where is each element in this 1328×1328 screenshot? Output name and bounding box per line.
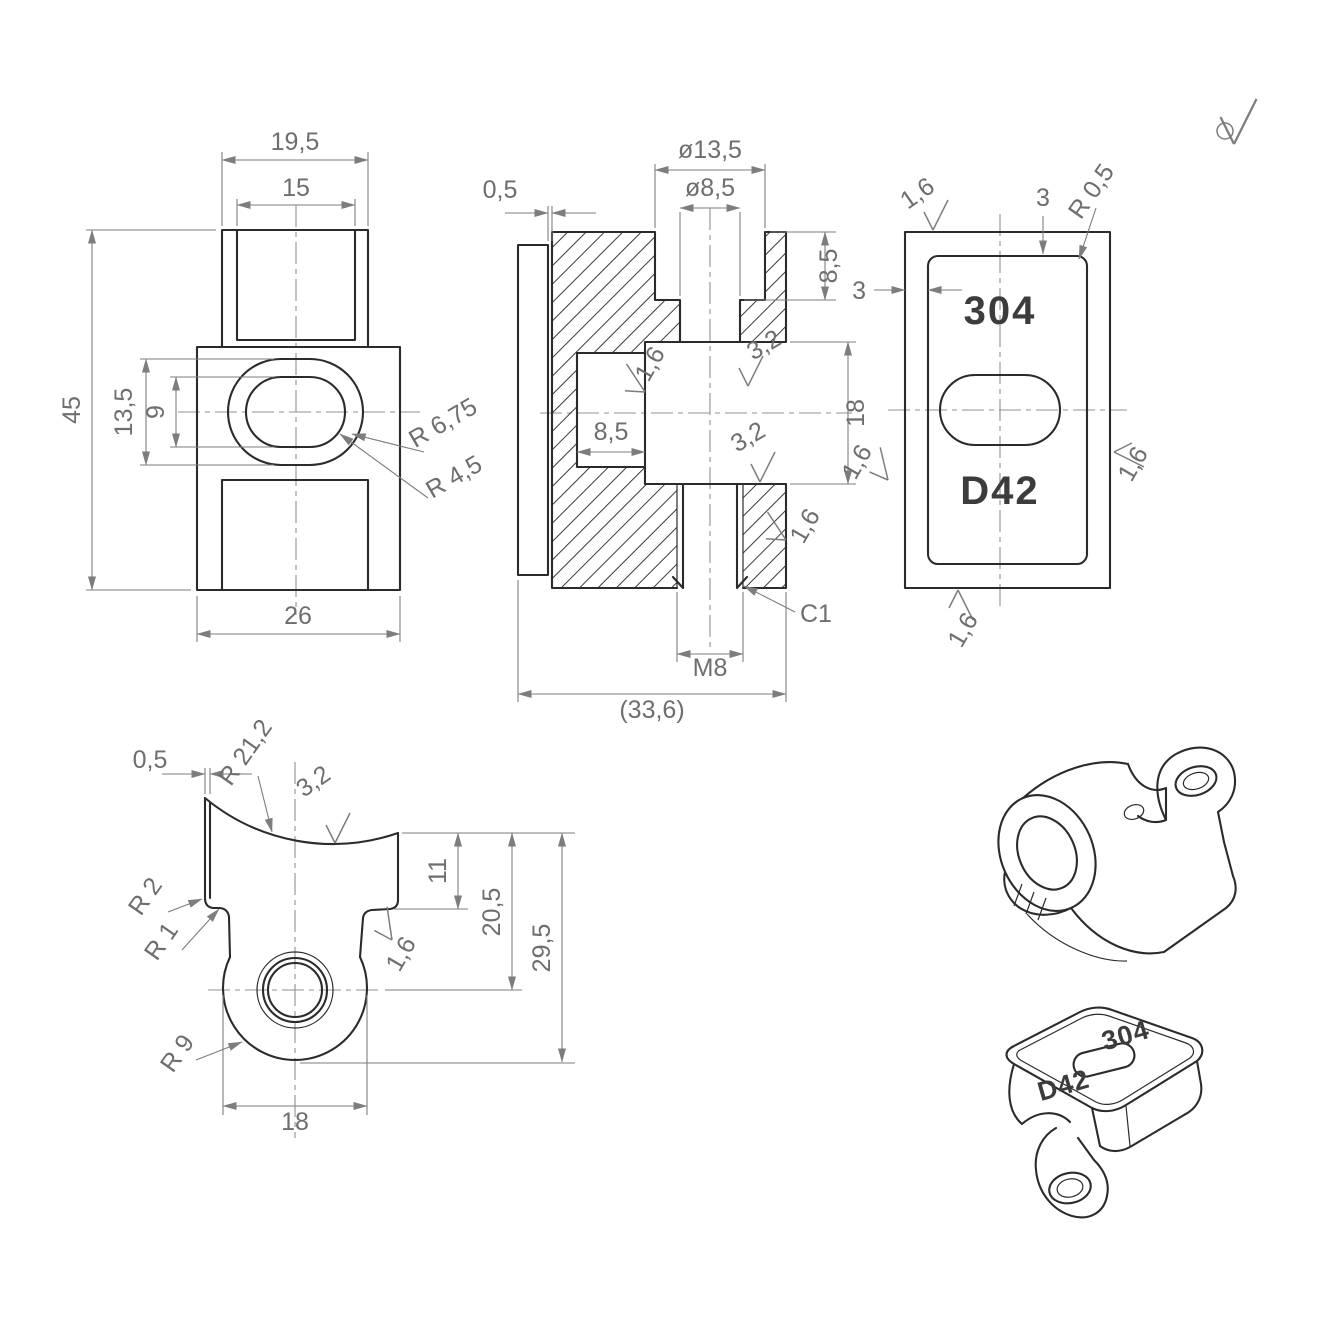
dim-profile-r2: R 2 (123, 872, 168, 920)
iso2-edge-line (1125, 1105, 1131, 1147)
profile-hole-circle (261, 956, 329, 1024)
roughness-value: 3,2 (726, 416, 770, 458)
roughness-icon (325, 812, 351, 844)
dim-profile-center-height: 20,5 (478, 888, 506, 937)
profile-extension-lines (204, 768, 575, 1115)
profile-leader-saddle-r (257, 775, 273, 833)
dim-profile-total-height: 29,5 (528, 924, 556, 973)
iso2-slot-hole-shape (1072, 1042, 1136, 1078)
front-view: 19,5 15 45 13,5 9 26 R 6,75 R 4,5 (58, 128, 487, 642)
iso2-slot-hole (1072, 1042, 1136, 1078)
profile-leader-r1 (181, 908, 220, 951)
iso1-cylinder-face (997, 794, 1097, 912)
front-slot-inner (245, 375, 346, 449)
front-leader-r-inner (339, 433, 429, 499)
dim-profile-r1: R 1 (139, 917, 184, 965)
profile-leader-r9 (195, 1041, 243, 1061)
dim-section-slot-height: 18 (842, 399, 870, 427)
iso1-slot-hint (1123, 803, 1145, 821)
dim-front-radius-inner: R 4,5 (421, 450, 487, 504)
roughness-value: 1,6 (895, 172, 940, 215)
dim-section-thread: M8 (693, 654, 728, 682)
dim-profile-saddle-radius: R 21,2 (213, 714, 278, 790)
dim-front-width-inner: 15 (282, 174, 310, 202)
dim-section-overall: (33,6) (619, 696, 684, 724)
iso2-top-face-lip (1016, 1013, 1195, 1105)
dim-front-width-outer: 19,5 (271, 128, 320, 156)
section-centerlines (540, 208, 852, 648)
front-leader-r-outer (351, 433, 425, 453)
roughness-value: 1,6 (784, 504, 826, 548)
dim-side-wall-top: 3 (1036, 184, 1050, 212)
side-view: 304 D42 1,6 3 R 0,5 3 1,6 1,6 1,6 (836, 159, 1154, 652)
side-outline (903, 230, 1112, 590)
section-hatch-left (552, 232, 680, 588)
front-slot-outer (226, 357, 365, 467)
iso-part-number-marking: D42 (1034, 1064, 1093, 1107)
iso-material-marking: 304 (1098, 1014, 1152, 1056)
iso2-lug-thread (1056, 1178, 1084, 1198)
dim-front-sl ot-inner-height: 9 (142, 405, 170, 419)
side-leader-corner-r (1078, 207, 1097, 260)
dim-section-chamfer: C1 (800, 600, 832, 628)
profile-leader-r2 (167, 898, 203, 913)
iso2-lug-hole (1048, 1171, 1092, 1205)
side-centerlines (888, 214, 1127, 606)
dim-section-pocket-width: 8,5 (594, 418, 629, 446)
iso1-bore (1016, 815, 1078, 891)
roughness-circle (1216, 122, 1234, 140)
iso1-body (1003, 746, 1237, 955)
dim-side-corner-radius: R 0,5 (1063, 159, 1120, 224)
section-hatch-right-top (740, 232, 786, 342)
profile-centerlines (208, 762, 382, 1138)
dim-side-wall-left: 3 (852, 277, 866, 305)
profile-outline (203, 796, 400, 1062)
iso1-lug-thread (1182, 771, 1210, 791)
dim-profile-lip: 0,5 (133, 746, 168, 774)
dim-front-slot-height: 13,5 (110, 388, 138, 437)
roughness-value: 1,6 (380, 932, 422, 976)
dim-front-radius-outer: R 6,75 (404, 393, 482, 454)
roughness-value: 1,6 (942, 608, 984, 652)
side-inner-face (926, 254, 1089, 566)
front-outline (195, 228, 402, 592)
iso1-lug-hole (1174, 765, 1218, 797)
front-extension-lines (86, 152, 401, 642)
profile-thread-circle (256, 951, 334, 1029)
section-hatch-right-bottom (743, 484, 786, 588)
dim-profile-step-height: 11 (424, 858, 452, 884)
material-marking: 304 (964, 289, 1037, 333)
section-thread-lines (676, 484, 744, 588)
section-leader-chamfer (743, 585, 796, 613)
isometric-view-top (997, 746, 1237, 962)
iso2-top-face (1005, 1006, 1204, 1113)
roughness-value: 3,2 (291, 760, 336, 803)
general-roughness-symbol (1216, 97, 1258, 146)
section-extension-lines (517, 164, 856, 702)
front-centerlines (178, 205, 420, 615)
roughness-value: 1,6 (1112, 442, 1154, 486)
isometric-view-bottom: 304 D42 (1005, 1006, 1204, 1219)
dim-profile-boss-radius: R 9 (155, 1029, 200, 1077)
dim-section-cbore-dia: ø13,5 (678, 136, 742, 164)
roughness-icon (923, 199, 949, 231)
iso1-detail-lines (1013, 883, 1128, 962)
section-view: 0,5 ø13,5 ø8,5 8,5 18 8,5 3,2 3,2 1,6 1,… (483, 136, 870, 724)
roughness-icon (1219, 97, 1258, 146)
iso2-body (1008, 1059, 1203, 1219)
profile-view: 0,5 R 21,2 3,2 11 20,5 29,5 R 2 R 1 1,6 … (123, 714, 575, 1138)
dim-profile-boss-width: 18 (281, 1108, 309, 1136)
dim-section-hole-dia: ø8,5 (685, 174, 735, 202)
side-slot (939, 373, 1061, 447)
dim-front-height: 45 (58, 396, 86, 424)
part-number-marking: D42 (960, 469, 1039, 513)
dim-section-lip: 0,5 (483, 176, 518, 204)
dim-front-width-base: 26 (284, 602, 312, 630)
roughness-icon (750, 451, 776, 483)
dim-section-cbore-depth: 8,5 (815, 249, 843, 284)
profile-hole-core-circle (266, 961, 324, 1019)
roughness-value: 1,6 (836, 440, 878, 484)
